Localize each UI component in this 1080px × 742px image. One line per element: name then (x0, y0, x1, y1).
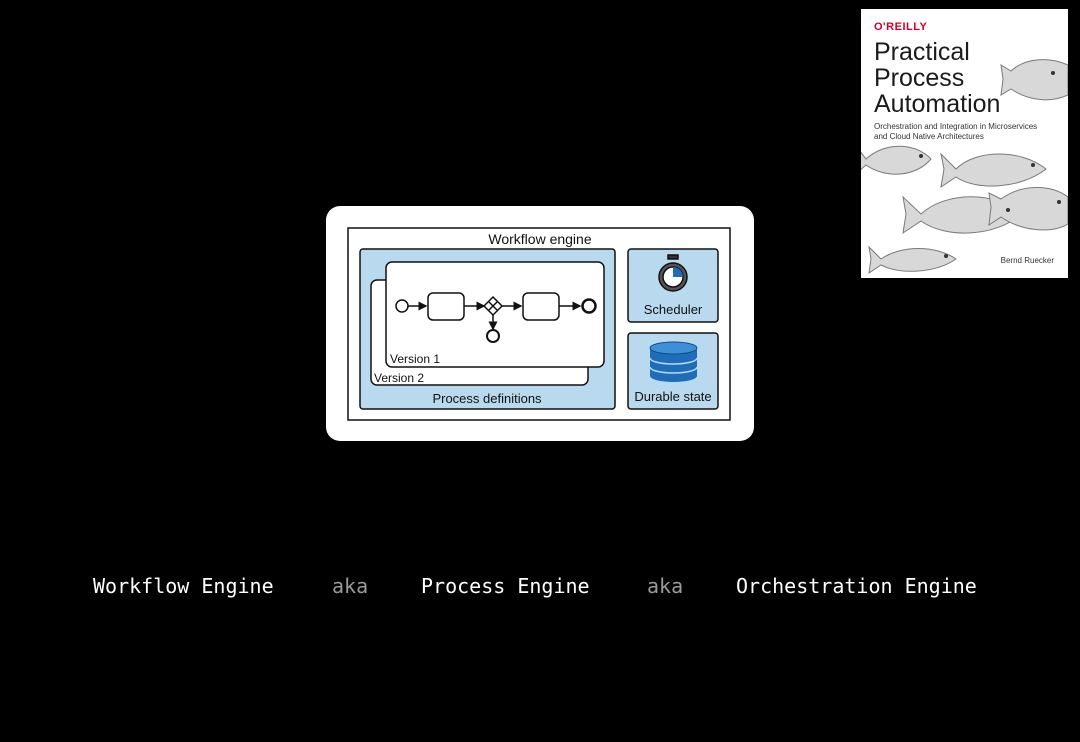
slide: Workflow engine Process definitions Vers… (0, 9, 1080, 602)
scheduler-label: Scheduler (644, 302, 703, 317)
book-author: Bernd Ruecker (1000, 256, 1054, 265)
database-icon (649, 341, 698, 382)
fish-illustration (861, 59, 1068, 275)
start-event (395, 299, 409, 313)
version2-label: Version 2 (374, 371, 424, 385)
caption-term-workflow-engine: Workflow Engine (93, 574, 274, 598)
book-subtitle-line1: Orchestration and Integration in Microse… (874, 122, 1038, 131)
task-1 (427, 292, 465, 321)
workflow-engine-diagram: Workflow engine Process definitions Vers… (326, 206, 754, 441)
caption-term-process-engine: Process Engine (421, 574, 590, 598)
stopwatch-icon (658, 254, 688, 292)
book-subtitle-line2: and Cloud Native Architectures (874, 132, 984, 141)
task-2 (522, 292, 560, 321)
process-definitions-label: Process definitions (432, 391, 542, 406)
book-subtitle: Orchestration and Integration in Microse… (874, 122, 1064, 142)
caption-term-orchestration-engine: Orchestration Engine (736, 574, 977, 598)
end-event (581, 298, 597, 314)
caption: Workflow Engine aka Process Engine aka O… (0, 574, 1080, 602)
caption-aka-2: aka (647, 574, 684, 598)
book-title-line3: Automation (874, 90, 1001, 118)
version1-label: Version 1 (390, 352, 440, 366)
bpmn-flow (395, 292, 597, 343)
end-event-lower (486, 329, 500, 343)
book-title-line2: Process (874, 64, 965, 92)
durable-state-label: Durable state (634, 389, 711, 404)
book-title: Practical Process Automation (874, 39, 1064, 117)
book-title-line1: Practical (874, 38, 970, 66)
publisher-logo: O'REILLY (874, 21, 928, 33)
book-cover: O'REILLY Practical Process Automation Or… (861, 9, 1068, 278)
version1-card (385, 261, 605, 368)
caption-aka-1: aka (332, 574, 369, 598)
workflow-engine-title: Workflow engine (488, 231, 591, 247)
